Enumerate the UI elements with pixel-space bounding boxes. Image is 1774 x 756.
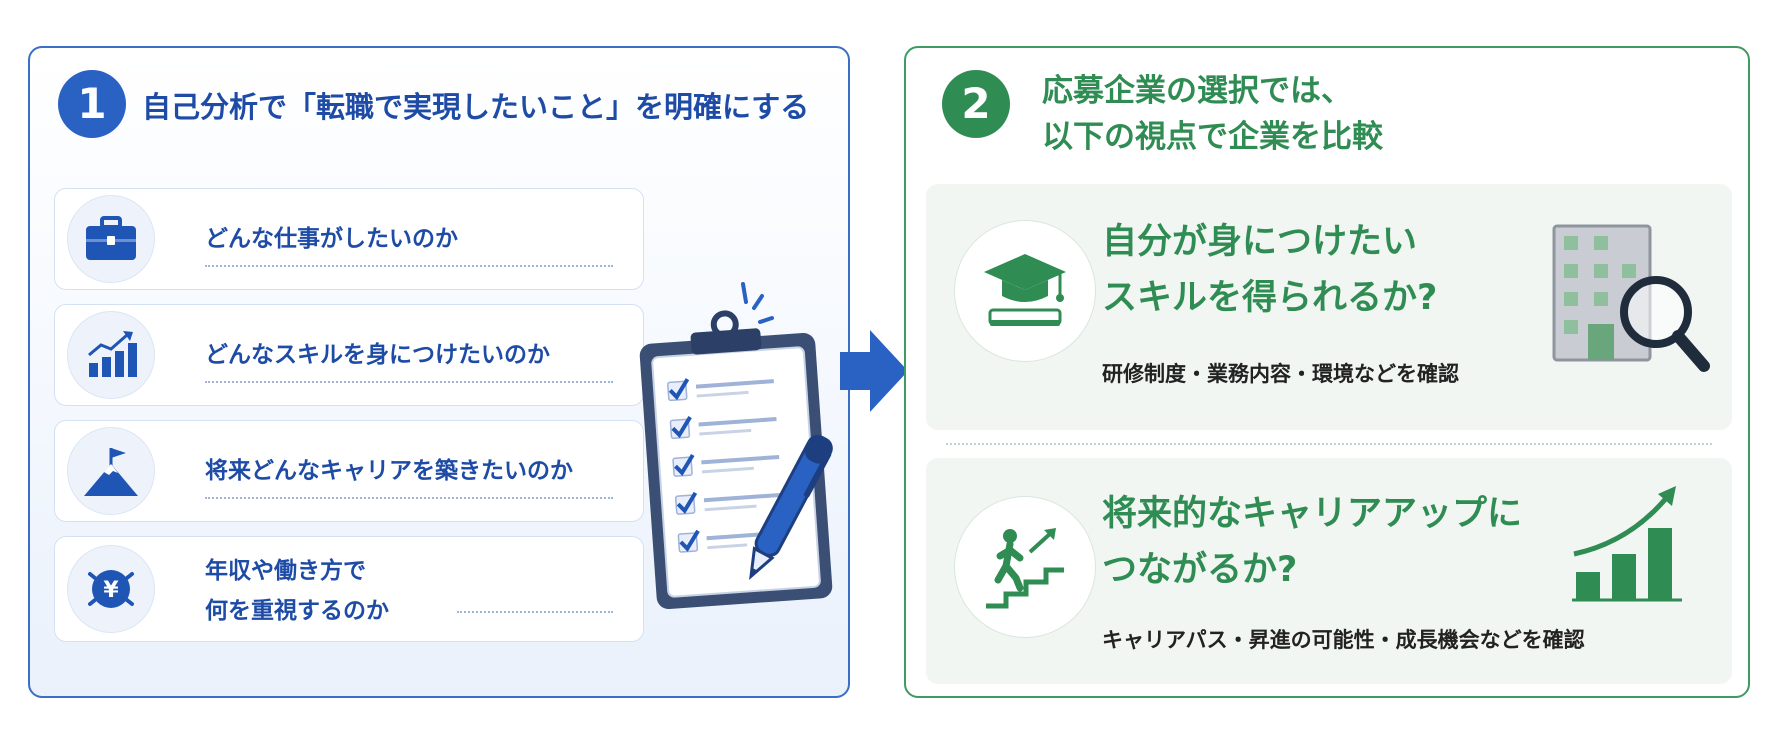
- step1-item-line: 何を重視するのか: [205, 598, 389, 624]
- step1-number-badge: 1: [58, 70, 126, 138]
- arrow-right-icon: [840, 328, 908, 418]
- card-subtext: キャリアパス・昇進の可能性・成長機会などを確認: [1102, 628, 1585, 652]
- card-heading: 将来的なキャリアアップに つながるか?: [1102, 486, 1522, 598]
- card-heading-line: つながるか?: [1102, 550, 1298, 590]
- dotted-underline: [205, 497, 613, 499]
- briefcase-icon: [67, 195, 155, 283]
- step1-item: どんなスキルを身につけたいのか: [54, 304, 644, 406]
- graduation-cap-icon: [954, 220, 1096, 362]
- dotted-underline: [205, 381, 613, 383]
- step1-item-line: 年収や働き方で: [205, 558, 366, 584]
- card-heading: 自分が身につけたい スキルを得られるか?: [1102, 214, 1437, 326]
- step2-panel: 2 応募企業の選択では、 以下の視点で企業を比較 自分が身につけたい スキルを得…: [904, 46, 1750, 698]
- step1-title: 自己分析で「転職で実現したいこと」を明確にする: [142, 90, 810, 124]
- building-magnifier-icon: [1544, 216, 1714, 384]
- step1-item: 将来どんなキャリアを築きたいのか: [54, 420, 644, 522]
- dotted-underline: [457, 611, 613, 613]
- mountain-flag-icon: [67, 427, 155, 515]
- step2-card: 将来的なキャリアアップに つながるか? キャリアパス・昇進の可能性・成長機会など…: [926, 458, 1732, 684]
- card-subtext: 研修制度・業務内容・環境などを確認: [1102, 362, 1459, 386]
- step1-panel: 1 自己分析で「転職で実現したいこと」を明確にする どんな仕事がしたいのか: [28, 46, 850, 698]
- step2-card: 自分が身につけたい スキルを得られるか? 研修制度・業務内容・環境などを確認: [926, 184, 1732, 430]
- stairs-climber-icon: [954, 496, 1096, 638]
- card-divider: [946, 443, 1712, 445]
- step1-item-label: どんなスキルを身につけたいのか: [205, 342, 550, 368]
- svg-text:¥: ¥: [103, 578, 119, 603]
- step1-item: どんな仕事がしたいのか: [54, 188, 644, 290]
- rising-bar-chart-icon: [1570, 482, 1690, 610]
- dotted-underline: [205, 265, 613, 267]
- growth-chart-icon: [67, 311, 155, 399]
- step2-title: 応募企業の選択では、 以下の視点で企業を比較: [1042, 68, 1383, 160]
- card-heading-line: 将来的なキャリアアップに: [1102, 494, 1523, 534]
- step1-item: ¥ 年収や働き方で 何を重視するのか: [54, 536, 644, 642]
- step2-number-badge: 2: [942, 70, 1010, 138]
- step2-title-line: 以下の視点で企業を比較: [1042, 119, 1383, 155]
- step1-item-label: 年収や働き方で 何を重視するのか: [205, 551, 389, 631]
- card-heading-line: スキルを得られるか?: [1102, 278, 1438, 318]
- step1-item-label: どんな仕事がしたいのか: [205, 226, 458, 252]
- step2-title-line: 応募企業の選択では、: [1042, 73, 1352, 109]
- step1-item-label: 将来どんなキャリアを築きたいのか: [205, 458, 573, 484]
- yen-coin-icon: ¥: [67, 545, 155, 633]
- clipboard-checklist-icon: [612, 278, 842, 622]
- card-heading-line: 自分が身につけたい: [1102, 222, 1418, 262]
